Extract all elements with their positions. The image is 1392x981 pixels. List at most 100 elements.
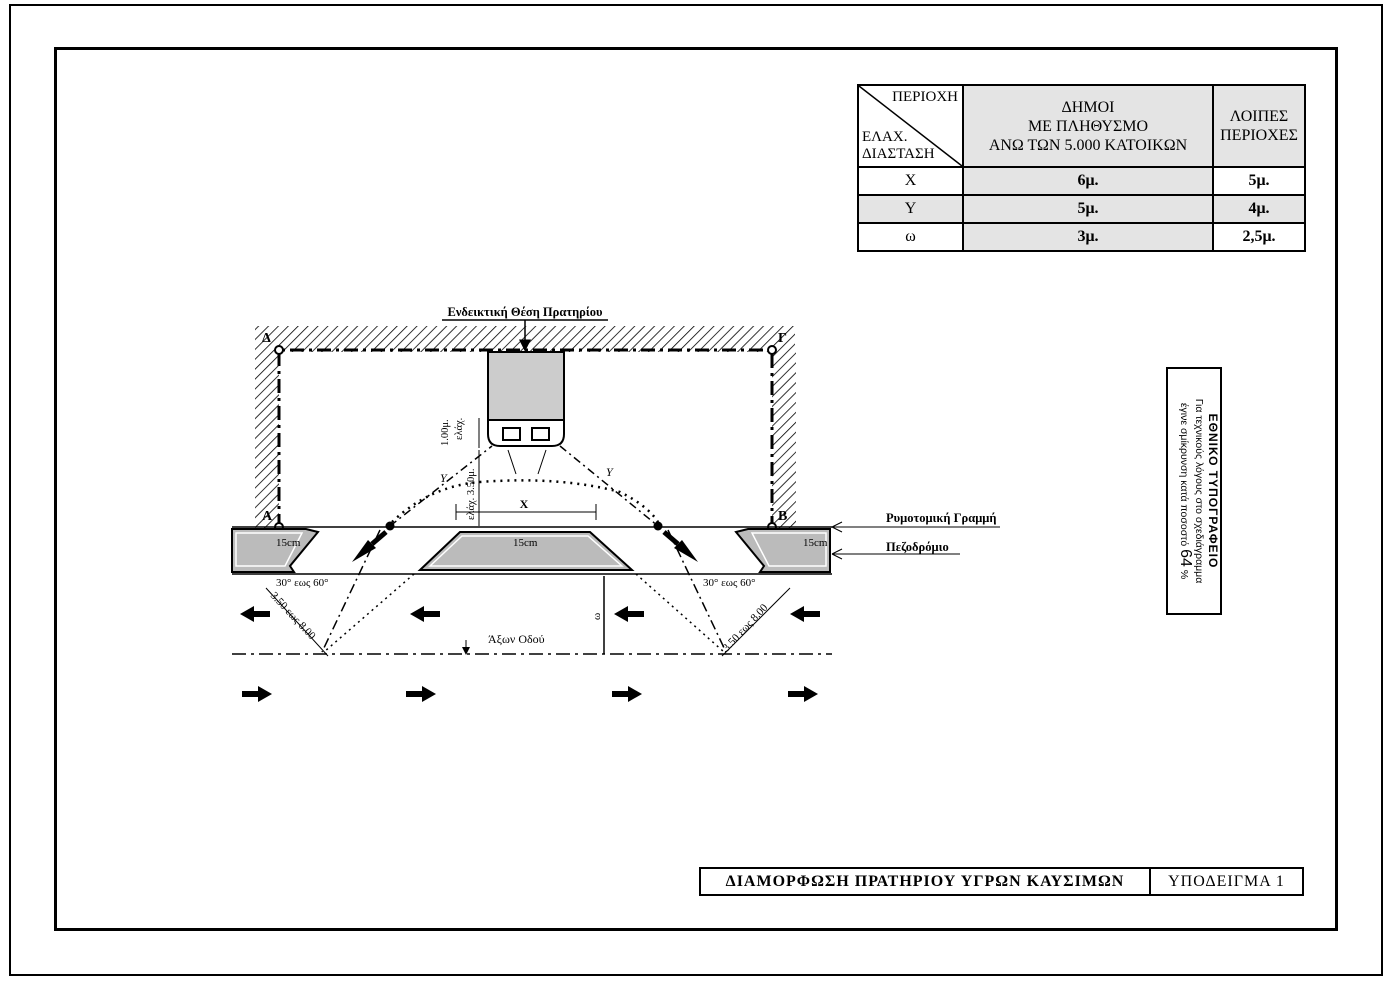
angle-right-label: 30° εως 60° <box>703 577 756 589</box>
traffic-arrow-east <box>242 686 272 702</box>
row-label: ω <box>857 222 964 252</box>
entry-splay-line <box>321 529 381 653</box>
curb-height-center: 15cm <box>513 537 538 549</box>
sidewalk-island-left-inner <box>235 532 304 567</box>
sidewalk-island-right-inner <box>750 532 827 567</box>
station-position-label: Ενδεικτική Θέση Πρατηρίου <box>447 305 603 319</box>
stamp-title: ΕΘΝΙΚΟ ΤΥΠΟΓΡΑΦΕΙΟ <box>1206 413 1220 569</box>
turning-arc <box>391 479 660 523</box>
drawing-model-number: ΥΠΟΔΕΙΓΜΑ 1 <box>1168 872 1285 890</box>
drawing-title: ΔΙΑΜΟΡΦΩΣΗ ΠΡΑΤΗΡΙΟΥ ΥΓΡΩΝ ΚΑΥΣΙΜΩΝ <box>701 869 1151 894</box>
stamp-percent-sign: % <box>1178 569 1190 580</box>
fuel-pump-left <box>502 427 521 441</box>
corner-label-a: Α <box>262 509 273 524</box>
traffic-arrow-west <box>240 606 270 622</box>
corner-dim-line1: ΕΛΑΧ. <box>862 129 908 145</box>
table-row: ω 3μ. 2,5μ. <box>857 222 1306 252</box>
entry-point-left <box>385 521 395 531</box>
exit-flow-arrow <box>674 540 698 562</box>
traffic-arrow-west <box>614 606 644 622</box>
pump-island <box>487 419 565 447</box>
row-value-other: 2,5μ. <box>1212 222 1306 252</box>
stamp-percent: 64 <box>1177 549 1194 567</box>
sidewalk-island-right <box>734 528 831 573</box>
col1-line1: ΔΗΜΟΙ <box>1061 98 1115 116</box>
corner-dim-line2: ΔΙΑΣΤΑΣΗ <box>862 146 935 162</box>
col-municipalities-header: ΔΗΜΟΙ ΜΕ ΠΛΗΘΥΣΜΟ ΑΝΩ ΤΩΝ 5.000 ΚΑΤΟΙΚΩΝ <box>962 84 1214 168</box>
col-other-header: ΛΟΙΠΕΣ ΠΕΡΙΟΧΕΣ <box>1212 84 1306 168</box>
row-value-municipalities: 3μ. <box>962 222 1214 252</box>
stamp-line1: Για τεχνικούς λόγους στο σχεδιάγραμμα <box>1193 398 1205 584</box>
table-row: Y 5μ. 4μ. <box>857 194 1306 224</box>
traffic-arrow-east <box>788 686 818 702</box>
exit-sweep-dotted <box>635 573 725 653</box>
dim-omega-label: ω <box>591 613 603 620</box>
dim-1m-min-label: ελάχ. <box>454 418 465 440</box>
col1-line2: ΜΕ ΠΛΗΘΥΣΜΟ <box>1027 117 1149 135</box>
corner-dimension-label: ΕΛΑΧ.ΔΙΑΣΤΑΣΗ <box>862 129 935 163</box>
sidewalk-arrow <box>831 548 843 560</box>
central-island-inner <box>428 535 624 567</box>
central-island <box>417 531 635 571</box>
sidewalk-island-left <box>231 528 320 573</box>
left-boundary-hatch <box>255 352 279 528</box>
sidewalk-label: Πεζοδρόμιο <box>886 540 949 554</box>
entry-flow-arrow-stem <box>370 530 388 546</box>
pump-sightline-right <box>537 449 547 475</box>
corner-point-d <box>274 345 284 355</box>
traffic-arrow-west <box>790 606 820 622</box>
road-axis-label: Άξων Οδού <box>488 632 545 646</box>
building-line-label: Ρυμοτομική Γραμμή <box>886 511 997 525</box>
curb-height-left: 15cm <box>276 537 301 549</box>
pump-sightline-left <box>507 449 517 475</box>
dim-y-right-label: Y <box>606 465 614 479</box>
row-value-other: 5μ. <box>1212 166 1306 196</box>
right-boundary-hatch <box>772 352 796 528</box>
exit-line-y-right <box>559 445 659 527</box>
printing-office-stamp: ΕΘΝΙΚΟ ΤΥΠΟΓΡΑΦΕΙΟ Για τεχνικούς λόγους … <box>1166 367 1222 615</box>
dim-y-left-label: Y <box>440 471 448 485</box>
row-value-municipalities: 6μ. <box>962 166 1214 196</box>
corner-point-g <box>767 345 777 355</box>
corner-diagonal <box>859 86 962 166</box>
dimensions-table: ΠΕΡΙΟΧΗ ΕΛΑΧ.ΔΙΑΣΤΑΣΗ ΔΗΜΟΙ ΜΕ ΠΛΗΘΥΣΜΟ … <box>857 84 1306 252</box>
row-value-municipalities: 5μ. <box>962 194 1214 224</box>
dim-x-label: X <box>520 497 529 511</box>
width-left-label: 3.50 εως 8.00 <box>268 590 318 643</box>
stamp-line2: έγινε σμίκρυνση κατά ποσοστό 64 % <box>1177 369 1194 613</box>
fuel-pump-right <box>531 427 550 441</box>
col2-line1: ΛΟΙΠΕΣ <box>1229 108 1289 125</box>
station-building <box>487 351 565 421</box>
table-corner-cell: ΠΕΡΙΟΧΗ ΕΛΑΧ.ΔΙΑΣΤΑΣΗ <box>857 84 964 168</box>
stamp-content: ΕΘΝΙΚΟ ΤΥΠΟΓΡΑΦΕΙΟ Για τεχνικούς λόγους … <box>1168 369 1220 613</box>
angle-left-label: 30° εως 60° <box>276 577 329 589</box>
corner-label-b: Β <box>778 509 787 524</box>
col2-line2: ΠΕΡΙΟΧΕΣ <box>1220 127 1298 144</box>
exit-splay-line <box>667 529 727 653</box>
curb-height-right: 15cm <box>803 537 828 549</box>
traffic-arrow-east <box>612 686 642 702</box>
row-label: Y <box>857 194 964 224</box>
outer-frame <box>9 4 1383 976</box>
dim-1m-label: 1.00μ. <box>440 419 451 446</box>
entry-flow-arrow <box>352 540 376 562</box>
row-label: X <box>857 166 964 196</box>
width-right-dim-line <box>721 587 791 657</box>
row-value-other: 4μ. <box>1212 194 1306 224</box>
width-right-label: 3.50 εως 8.00 <box>720 601 770 654</box>
entry-sweep-dotted <box>323 573 415 653</box>
stamp-line2-text: έγινε σμίκρυνση κατά ποσοστό <box>1178 402 1190 547</box>
title-block: ΔΙΑΜΟΡΦΩΣΗ ΠΡΑΤΗΡΙΟΥ ΥΓΡΩΝ ΚΑΥΣΙΜΩΝ ΥΠΟΔ… <box>699 867 1304 896</box>
exit-point-right <box>653 521 663 531</box>
width-left-dim-line <box>265 587 329 657</box>
table-row: X 6μ. 5μ. <box>857 166 1306 196</box>
traffic-arrow-east <box>406 686 436 702</box>
traffic-arrow-west <box>410 606 440 622</box>
dim-350-label: ελάχ. 3.50μ. <box>466 468 477 520</box>
drawing-frame <box>54 47 1338 931</box>
corner-label-g: Γ <box>778 331 787 346</box>
corner-area-label: ΠΕΡΙΟΧΗ <box>892 89 958 105</box>
building-line-arrow <box>831 521 843 533</box>
corner-label-d: Δ <box>262 331 271 346</box>
